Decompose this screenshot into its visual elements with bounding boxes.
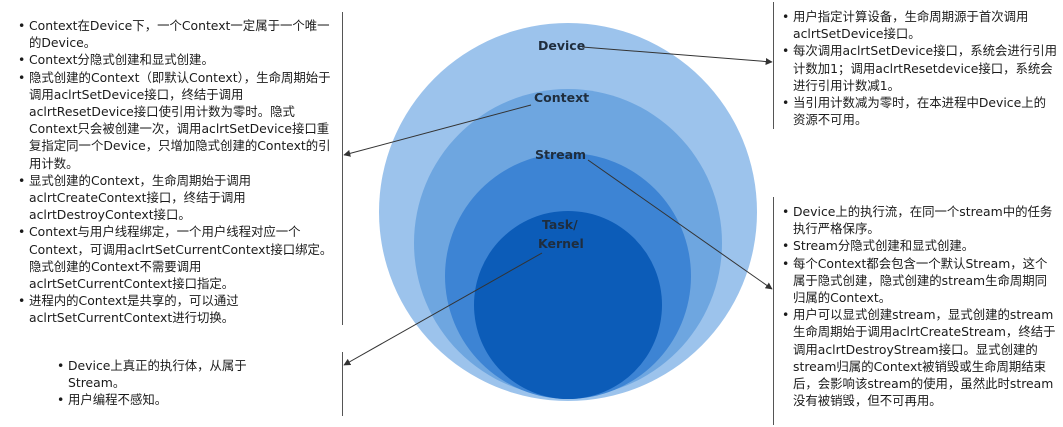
context-label: Context [534, 90, 589, 105]
stream-note-item: 用户可以显式创建stream，显式创建的stream生命周期始于调用aclrtC… [782, 306, 1058, 409]
context-note-item: 显式创建的Context，生命周期始于调用aclrtCreateContext接… [18, 172, 334, 224]
stream-note-item: Device上的执行流，在同一个stream中的任务执行严格保序。 [782, 203, 1058, 237]
stream-note-item: 每个Context都会包含一个默认Stream，这个属于隐式创建，隐式创建的st… [782, 255, 1058, 307]
device-note-item: 每次调用aclrtSetDevice接口，系统会进行引用计数加1；调用aclrt… [782, 42, 1058, 94]
context-note-item: Context分隐式创建和显式创建。 [18, 51, 334, 68]
context-note-item: Context与用户线程绑定，一个用户线程对应一个Context，可调用aclr… [18, 223, 334, 292]
stream-notes-separator [773, 197, 774, 425]
task-label-line2: Kernel [538, 236, 584, 251]
stream-note-item: Stream分隐式创建和显式创建。 [782, 237, 1058, 254]
device-notes-separator [773, 2, 774, 129]
task-label-line1: Task/ [542, 217, 578, 232]
device-leader-arrow [581, 46, 773, 65]
task-leader-arrow [343, 252, 543, 366]
stream-notes: Device上的执行流，在同一个stream中的任务执行严格保序。 Stream… [782, 203, 1058, 409]
context-notes: Context在Device下，一个Context一定属于一个唯一的Device… [18, 17, 334, 327]
context-note-item: 进程内的Context是共享的，可以通过aclrtSetCurrentConte… [18, 292, 334, 326]
task-circle [474, 211, 662, 399]
context-note-item: Context在Device下，一个Context一定属于一个唯一的Device… [18, 17, 334, 51]
context-note-item: 隐式创建的Context（即默认Context），生命周期始于调用aclrtSe… [18, 69, 334, 172]
device-note-item: 当引用计数减为零时，在本进程中Device上的资源不可用。 [782, 94, 1058, 128]
device-notes: 用户指定计算设备，生命周期源于首次调用aclrtSetDevice接口。 每次调… [782, 8, 1058, 128]
stream-leader-arrow [587, 159, 773, 290]
task-notes-separator [342, 352, 343, 416]
device-note-item: 用户指定计算设备，生命周期源于首次调用aclrtSetDevice接口。 [782, 8, 1058, 42]
task-note-item: Device上真正的执行体，从属于Stream。 [57, 357, 280, 391]
task-note-item: 用户编程不感知。 [57, 391, 335, 408]
context-leader-arrow [343, 104, 532, 157]
context-notes-separator [342, 12, 343, 325]
device-label: Device [538, 38, 585, 53]
stream-label: Stream [535, 147, 586, 162]
task-notes: Device上真正的执行体，从属于Stream。 用户编程不感知。 [57, 357, 335, 409]
